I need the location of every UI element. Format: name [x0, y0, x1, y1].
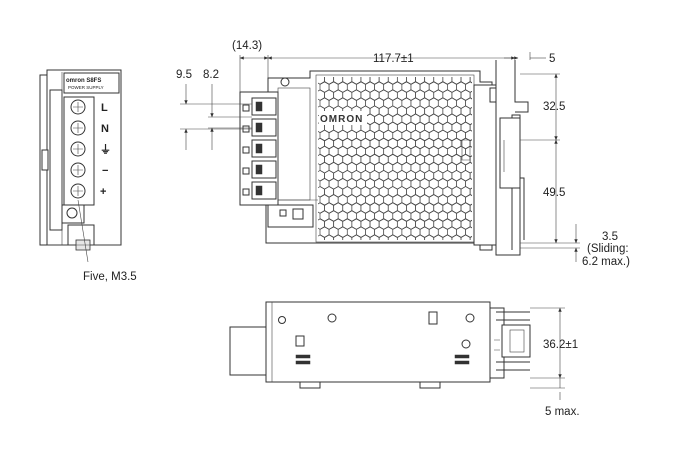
vent-hole [469, 203, 472, 213]
vent-hole [469, 171, 472, 180]
side-view: OMRON [239, 60, 529, 256]
vent-hole [469, 220, 472, 229]
dim-sliding-line2: 6.2 max.) [582, 256, 630, 268]
dim-depth: 36.2±1 [543, 339, 578, 351]
vent-hole [469, 91, 472, 100]
terminal-label-ground: ⏚ [100, 143, 111, 156]
dim-body-length: 117.7±1 [373, 53, 414, 65]
dim-lower-height: 49.5 [543, 187, 565, 199]
dim-rail-offset: 5 [549, 53, 555, 65]
terminal-label-l: L [101, 102, 108, 114]
terminal-cells [242, 97, 277, 200]
dim-pitch-b: 8.2 [203, 69, 219, 81]
dim-clip-max: 5 max. [545, 406, 580, 418]
vent-hole [333, 234, 344, 240]
terminal-label-plus: + [100, 186, 106, 198]
vent-hole [342, 234, 353, 240]
vent-hole [351, 234, 362, 240]
vent-hole [451, 234, 462, 240]
vent-hole [442, 234, 453, 240]
vent-hole [415, 234, 425, 240]
vent-hole [378, 234, 389, 240]
dim-foot-height: 3.5 [602, 231, 618, 243]
bottom-view [229, 301, 531, 389]
dim-top-offset: (14.3) [232, 40, 262, 52]
front-view: omron S8FS POWER SUPPLY L N ⏚ − + Five, … [39, 69, 137, 283]
terminal-label-minus: − [102, 165, 108, 177]
dim-sliding-line1: (Sliding: [587, 243, 629, 255]
vent-hole [460, 234, 471, 240]
model-label: omron S8FS [66, 78, 101, 84]
vent-hole [469, 187, 472, 196]
vent-hole [469, 107, 472, 116]
vent-hole [369, 234, 380, 240]
dimension-lines [180, 52, 580, 400]
ventilation-grid [318, 77, 472, 240]
brand-logo: OMRON [320, 114, 363, 125]
dim-pitch-a: 9.5 [176, 69, 192, 81]
vent-hole [324, 234, 334, 240]
vent-hole [387, 234, 398, 240]
terminal-screws [70, 99, 86, 199]
vent-hole [360, 234, 371, 240]
terminal-screw-callout: Five, M3.5 [83, 271, 137, 283]
vent-hole [406, 234, 416, 240]
dim-upper-height: 32.5 [543, 101, 565, 113]
terminal-label-n: N [101, 123, 109, 135]
vent-hole [318, 234, 325, 240]
vent-hole [397, 234, 407, 240]
vent-hole [469, 77, 472, 84]
vent-hole [469, 123, 472, 132]
vent-hole [424, 234, 435, 240]
vent-slots-bottom [295, 354, 470, 365]
model-sub-label: POWER SUPPLY [68, 85, 104, 90]
vent-hole [469, 236, 472, 240]
vent-hole [433, 234, 444, 240]
